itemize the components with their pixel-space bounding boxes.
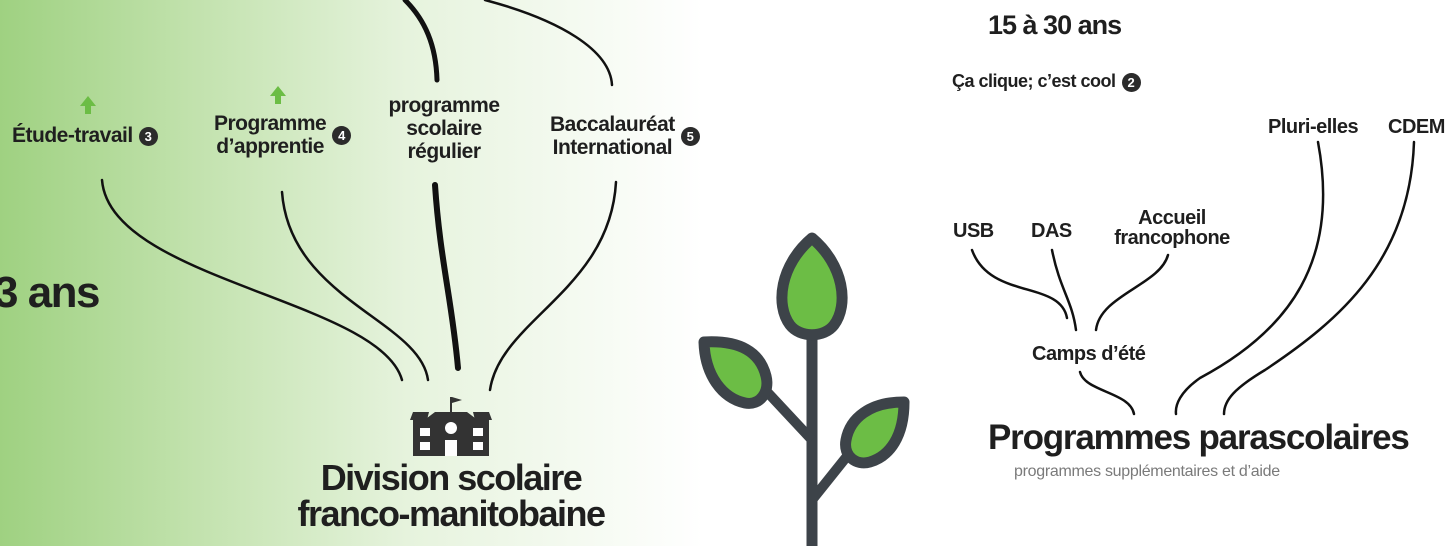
green-gradient-background — [0, 0, 740, 546]
line-pluri-elles — [1174, 140, 1325, 416]
root-line1: Division scolaire — [320, 457, 583, 498]
node-accueil-francophone: Accueil francophone — [1112, 208, 1232, 248]
node-label: International — [552, 136, 673, 159]
top-line-right — [483, 0, 614, 87]
root-division-scolaire: Division scolaire franco-manitobaine — [276, 460, 626, 532]
node-label: d’apprentie — [216, 135, 324, 158]
line-accueil — [1094, 253, 1170, 332]
up-arrow-icon — [80, 86, 286, 114]
top-line-center — [402, 0, 440, 83]
sprout-icon — [698, 232, 910, 546]
line-cdem — [1222, 140, 1416, 416]
node-pluri-elles: Pluri-elles — [1268, 116, 1359, 138]
line-baccalaureat — [488, 180, 618, 392]
node-label: Baccalauréat — [550, 113, 675, 136]
number-badge: 3 — [138, 126, 158, 146]
node-label: francophone — [1114, 227, 1230, 249]
line-etude-travail — [100, 178, 404, 382]
number-badge: 5 — [680, 126, 700, 146]
number-badge: 4 — [332, 125, 352, 145]
node-label: Programme — [214, 112, 327, 135]
root-line2: franco-manitobaine — [297, 493, 606, 534]
line-camps — [1078, 370, 1136, 416]
node-label: régulier — [407, 140, 481, 163]
line-regulier — [432, 182, 461, 371]
school-icon — [410, 397, 492, 456]
root-programmes-parascolaires: Programmes parascolaires — [988, 418, 1410, 457]
node-regulier: programme scolaire régulier — [386, 94, 502, 163]
age-label-right: 15 à 30 ans — [988, 10, 1122, 40]
node-das: DAS — [1031, 220, 1072, 242]
number-badge: 2 — [1121, 72, 1141, 92]
line-usb — [970, 248, 1069, 320]
item-label: Ça clique; c’est cool — [952, 71, 1116, 91]
node-label: scolaire — [406, 117, 482, 140]
node-label: programme — [388, 94, 500, 117]
line-das — [1050, 248, 1078, 332]
line-apprentie — [280, 190, 430, 382]
node-label: Accueil — [1138, 207, 1206, 229]
root-subtitle: programmes supplémentaires et d’aide — [1014, 463, 1280, 480]
node-label: Étude-travail — [12, 124, 133, 147]
node-usb: USB — [953, 220, 994, 242]
node-camps-ete: Camps d’été — [1032, 343, 1146, 365]
node-cdem: CDEM — [1388, 116, 1445, 138]
age-label-left: 3 ans — [0, 268, 101, 317]
